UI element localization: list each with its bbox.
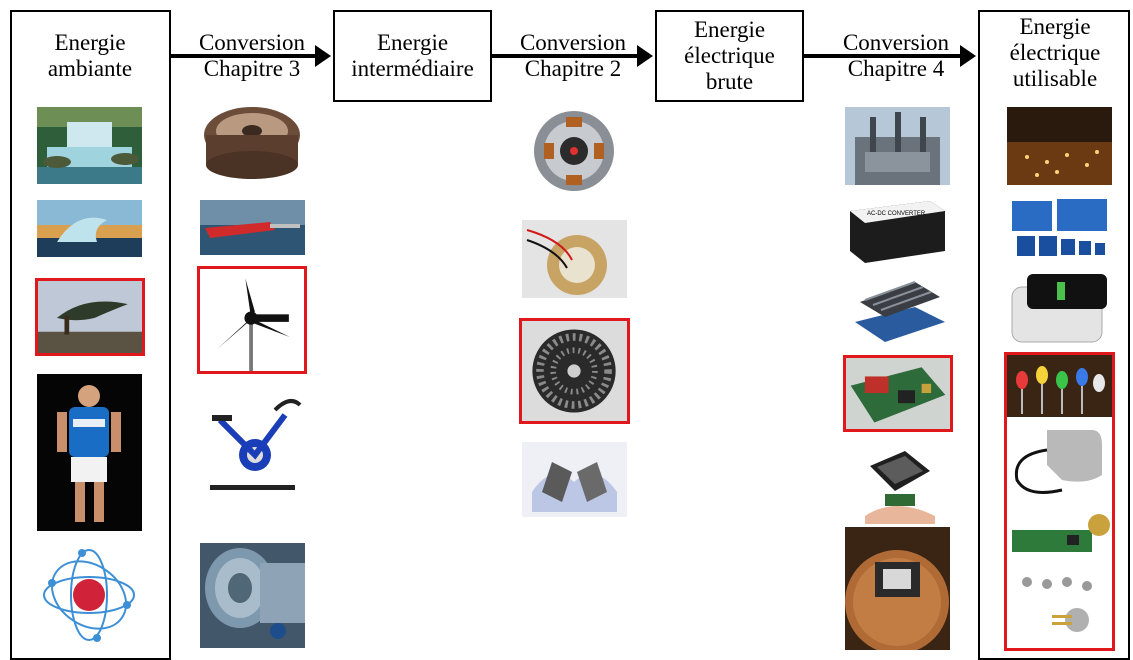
batteries-image xyxy=(1007,191,1112,269)
converter-label: AC-DC CONVERTER xyxy=(867,211,926,217)
intermediate-energy-box: Energie intermédiaire xyxy=(333,10,492,102)
electromagnetic-generator-image xyxy=(522,107,627,195)
conversion-label-line2: Chapitre 3 xyxy=(203,56,301,81)
raw-electric-energy-box: Energie électrique brute xyxy=(655,10,804,102)
electret-disc-image xyxy=(519,318,630,424)
conversion-label-line2: Chapitre 2 xyxy=(524,56,622,81)
ac-dc-converter-image: AC-DC CONVERTER xyxy=(845,191,950,268)
waterfall-image xyxy=(37,107,142,184)
microchip-on-coin-image xyxy=(845,527,950,650)
intermediate-energy-label: Energie intermédiaire xyxy=(351,30,474,81)
arrow-ambient-to-intermediate xyxy=(171,45,331,67)
conversion-label-line1: Conversion xyxy=(842,30,950,55)
ambient-energy-title: Energie ambiante xyxy=(47,30,133,81)
atom-heat-image xyxy=(37,543,142,648)
ocean-wave-image xyxy=(37,200,142,257)
city-lights-image xyxy=(1007,107,1112,185)
conversion-label-line2: Chapitre 4 xyxy=(847,56,945,81)
piezo-disc-image xyxy=(522,220,627,298)
circuit-board-image xyxy=(843,355,953,432)
arrow-raw-to-usable xyxy=(804,45,976,67)
cyclist-athlete-image xyxy=(37,374,142,531)
arrow-intermediate-to-raw xyxy=(492,45,653,67)
wave-energy-converter-image xyxy=(200,200,305,255)
optical-sensors-image xyxy=(1007,570,1112,648)
power-substation-image xyxy=(845,107,950,185)
conversion-label-line1: Conversion xyxy=(519,30,627,55)
conversion-chapter-3-label: Conversion Chapitre 3 xyxy=(182,30,322,82)
leds-image xyxy=(1007,355,1112,417)
phone-charger-case-image xyxy=(1007,272,1112,352)
pacemaker-image xyxy=(1007,420,1112,502)
exercise-bike-image xyxy=(200,390,305,495)
raw-electric-energy-label: Energie électrique brute xyxy=(684,17,775,94)
windswept-tree-image xyxy=(35,278,145,356)
usable-selection-frame xyxy=(1004,352,1115,651)
sensor-node-image xyxy=(1007,505,1112,567)
conversion-chapter-2-label: Conversion Chapitre 2 xyxy=(503,30,643,82)
wind-turbine-image xyxy=(197,266,307,374)
heatsink-board-image xyxy=(845,272,950,352)
chip-on-finger-image xyxy=(845,436,950,524)
usable-energy-title: Energie électrique utilisable xyxy=(1009,14,1101,91)
conversion-chapter-4-label: Conversion Chapitre 4 xyxy=(826,30,966,82)
turbine-wheel-image xyxy=(200,97,305,185)
conversion-label-line1: Conversion xyxy=(198,30,306,55)
steam-turbine-image xyxy=(200,543,305,648)
thermoelectric-modules-image xyxy=(522,442,627,517)
